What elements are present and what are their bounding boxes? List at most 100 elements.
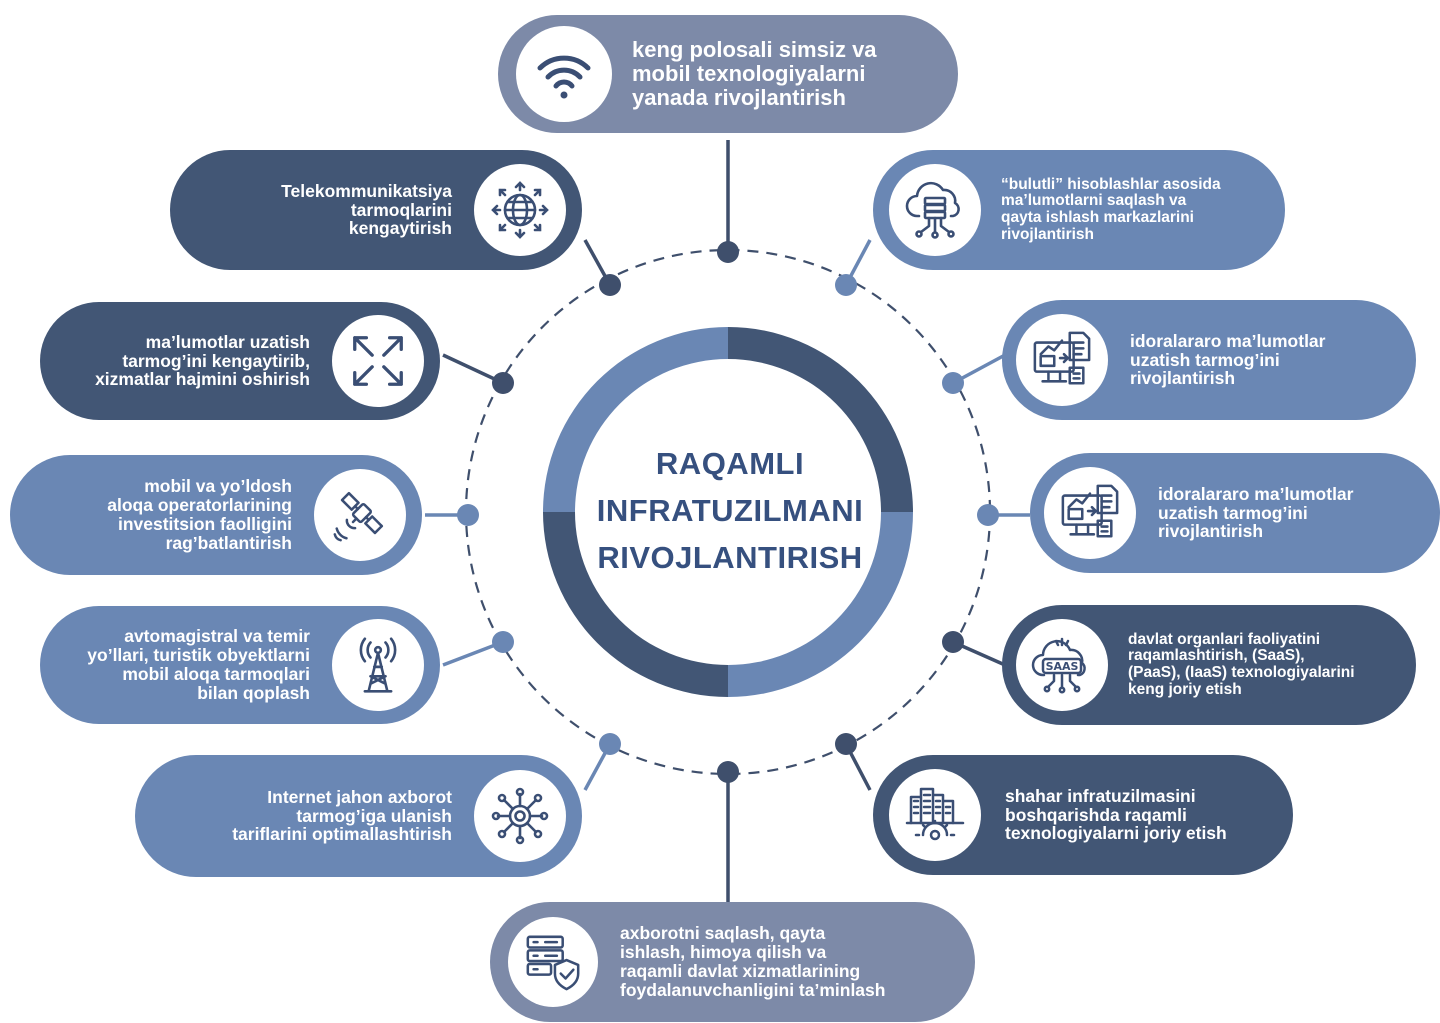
topic-node-text-line: Telekommunikatsiya bbox=[281, 180, 452, 201]
topic-node-text-line: xizmatlar hajmini oshirish bbox=[95, 369, 310, 390]
topic-node-text-line: kengaytirish bbox=[348, 218, 452, 239]
topic-node-text-line: davlat organlari faoliyatini bbox=[1128, 630, 1321, 648]
topic-node-text-line: mobil texnologiyalarni bbox=[632, 61, 866, 87]
topic-node-text-line: ma’lumotlarni saqlash va bbox=[1001, 192, 1187, 210]
topic-node-text-line: foydalanuvchanligini ta’minlash bbox=[620, 979, 886, 1000]
svg-text:SAAS: SAAS bbox=[1046, 660, 1079, 673]
topic-node-text-line: mobil aloqa tarmoqlari bbox=[122, 664, 310, 684]
connector-dot bbox=[835, 274, 857, 296]
topic-node-text-line: tarmog’ini kengaytirib, bbox=[122, 350, 310, 371]
center-ring bbox=[543, 327, 913, 697]
data-transfer-icon bbox=[1016, 314, 1108, 406]
topic-node-text-line: keng joriy etish bbox=[1128, 680, 1242, 698]
topic-node-text-line: ishlash, himoya qilish va bbox=[620, 942, 827, 963]
topic-node-text-line: Internet jahon axborot bbox=[267, 786, 452, 807]
topic-node-text-line: yo’llari, turistik obyektlarni bbox=[87, 645, 310, 666]
connector-dots bbox=[457, 241, 999, 783]
topic-node-text-line: aloqa operatorlarining bbox=[107, 495, 292, 516]
topic-node-text-line: tariflarini optimallashtirish bbox=[232, 824, 452, 845]
topic-node-text-line: yanada rivojlantirish bbox=[632, 84, 846, 110]
topic-node-text-line: investitsion faolligini bbox=[117, 514, 292, 534]
topic-node-text-line: tarmoqlarini bbox=[350, 199, 452, 220]
topic-node-text-line: rivojlantirish bbox=[1130, 368, 1236, 389]
network-hub-icon bbox=[474, 770, 566, 862]
topic-node-text-line: uzatish tarmog’ini bbox=[1130, 349, 1280, 370]
connector-dot bbox=[942, 372, 964, 394]
connector-dot bbox=[835, 733, 857, 755]
ring-segment-bottom-left bbox=[543, 512, 728, 697]
center-title-line-1: RAQAMLI bbox=[655, 446, 805, 481]
radio-tower-icon bbox=[332, 619, 424, 711]
topic-node-text-line: qayta ishlash markazlarini bbox=[1001, 209, 1194, 226]
topic-node-text-line: uzatish tarmog’ini bbox=[1158, 502, 1308, 523]
topic-node-text-line: rag’batlantirish bbox=[165, 532, 292, 553]
connector-dot bbox=[942, 631, 964, 653]
saas-cloud-icon: SAAS bbox=[1016, 619, 1108, 711]
topic-node-text-line: (PaaS), (IaaS) texnologiyalarini bbox=[1128, 664, 1355, 681]
topic-node-text-line: axborotni saqlash, qayta bbox=[620, 923, 826, 944]
data-transfer-icon bbox=[1044, 467, 1136, 559]
topic-node-text-line: ma’lumotlar uzatish bbox=[145, 331, 310, 352]
connector-dot bbox=[492, 372, 514, 394]
topic-node-text-line: tarmog’iga ulanish bbox=[296, 805, 452, 826]
connector-dot bbox=[717, 241, 739, 263]
wifi-icon bbox=[516, 26, 612, 122]
topic-node-text-line: mobil va yo’ldosh bbox=[144, 476, 292, 497]
server-shield-icon bbox=[508, 917, 598, 1007]
topic-node-text-line: keng polosali simsiz va bbox=[632, 37, 877, 63]
topic-node-text-line: “bulutli” hisoblashlar asosida bbox=[1001, 175, 1221, 193]
cloud-server-icon bbox=[889, 164, 981, 256]
connector-line bbox=[442, 353, 504, 385]
connector-dot bbox=[717, 761, 739, 783]
topic-node-text-line: rivojlantirish bbox=[1158, 521, 1264, 542]
expand-arrows-icon bbox=[332, 315, 424, 407]
topic-node-text-line: boshqarishda raqamli bbox=[1005, 804, 1187, 825]
topic-node-text-line: idoralararo ma’lumotlar bbox=[1158, 483, 1354, 504]
topic-node-text-line: rivojlantirish bbox=[1001, 225, 1095, 243]
connector-dot bbox=[599, 733, 621, 755]
center-title: RAQAMLI INFRATUZILMANI RIVOJLANTIRISH bbox=[545, 440, 915, 581]
connector-dot bbox=[492, 631, 514, 653]
topic-node-text-line: bilan qoplash bbox=[197, 682, 310, 703]
topic-node-text-line: raqamli davlat xizmatlarining bbox=[620, 961, 861, 981]
topic-node-text-line: texnologiyalarni joriy etish bbox=[1005, 823, 1227, 844]
center-title-line-3: RIVOJLANTIRISH bbox=[597, 540, 863, 575]
connector-dot bbox=[977, 504, 999, 526]
center-title-line-2: INFRATUZILMANI bbox=[596, 493, 864, 528]
globe-network-icon bbox=[474, 164, 566, 256]
topic-node-text-line: raqamlashtirish, (SaaS), bbox=[1128, 647, 1305, 665]
ring-segment-top-right bbox=[728, 327, 913, 512]
connector-dot bbox=[599, 274, 621, 296]
topic-node-text-line: avtomagistral va temir bbox=[124, 626, 310, 647]
ring-segment-top-left bbox=[543, 327, 728, 512]
ring-segment-bottom-right bbox=[728, 512, 913, 697]
topic-node-text-line: shahar infratuzilmasini bbox=[1005, 785, 1196, 806]
smart-city-icon bbox=[889, 769, 981, 861]
connector-dot bbox=[457, 504, 479, 526]
